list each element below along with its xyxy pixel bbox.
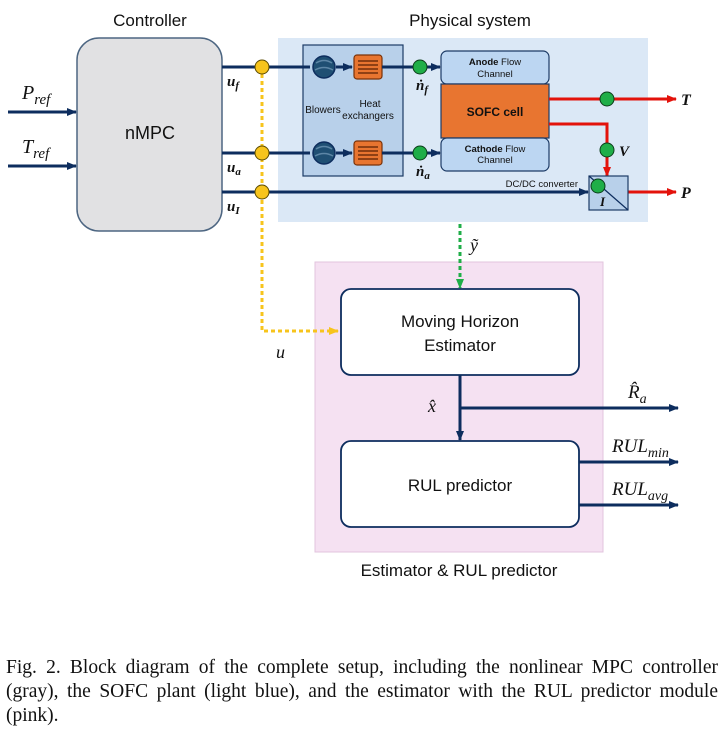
rul-predictor-block (340, 440, 580, 528)
t-output-label: T (681, 92, 692, 109)
rul-min-label: RULmin (611, 436, 669, 461)
rul-predictor-label: RUL predictor (408, 476, 513, 495)
r-a-label: R̂a (627, 382, 647, 407)
estimator-title: Estimator & RUL predictor (361, 561, 558, 580)
junction-dot-green (412, 145, 428, 161)
blower-icon (312, 55, 336, 79)
nmpc-label: nMPC (125, 123, 175, 143)
na-label: ṅa (416, 164, 430, 182)
controller-title: Controller (113, 11, 187, 30)
y-tilde-label: ỹ (468, 235, 479, 255)
junction-dot-yellow (254, 184, 270, 200)
blowers-label: Blowers (305, 105, 341, 116)
physical-system-title: Physical system (409, 11, 531, 30)
ui-label: uI (227, 199, 240, 217)
cathode-flow-channel (440, 137, 550, 172)
t-ref-label: Tref (22, 136, 51, 162)
cathode-label-line2: Channel (477, 155, 512, 166)
junction-dot-green (599, 91, 615, 107)
moving-horizon-estimator-block (340, 288, 580, 376)
v-label: V (619, 144, 631, 160)
p-output-label: P (680, 185, 691, 202)
junction-dot-yellow (254, 145, 270, 161)
heat-exchanger-icon (353, 140, 383, 166)
rul-avg-label: RULavg (611, 479, 668, 504)
v-signal-line (549, 122, 611, 177)
blower-icon (312, 141, 336, 165)
dcdc-label: DC/DC converter (506, 179, 578, 190)
sofc-cell-label: SOFC cell (467, 105, 524, 119)
uf-label: uf (227, 74, 240, 92)
nmpc-block (76, 37, 223, 232)
cathode-label: Cathode Flow (465, 144, 526, 155)
i-label: I (599, 194, 606, 209)
junction-dot-green (599, 142, 615, 158)
heat-exchanger-icon (353, 54, 383, 80)
junction-dot-green (412, 59, 428, 75)
p-ref-label: Pref (21, 82, 52, 108)
figure-caption: Fig. 2. Block diagram of the complete se… (6, 657, 718, 726)
anode-label: Anode Flow (469, 57, 521, 68)
block-diagram: Controller Physical system nMPC Pref Tre… (8, 11, 692, 580)
anode-label-line2: Channel (477, 69, 512, 80)
nf-label: ṅf (416, 78, 429, 96)
junction-dot-green (590, 178, 606, 194)
junction-dot-yellow (254, 59, 270, 75)
x-hat-label: x̂ (427, 396, 436, 416)
ua-label: ua (227, 160, 241, 178)
u-label: u (276, 342, 285, 362)
